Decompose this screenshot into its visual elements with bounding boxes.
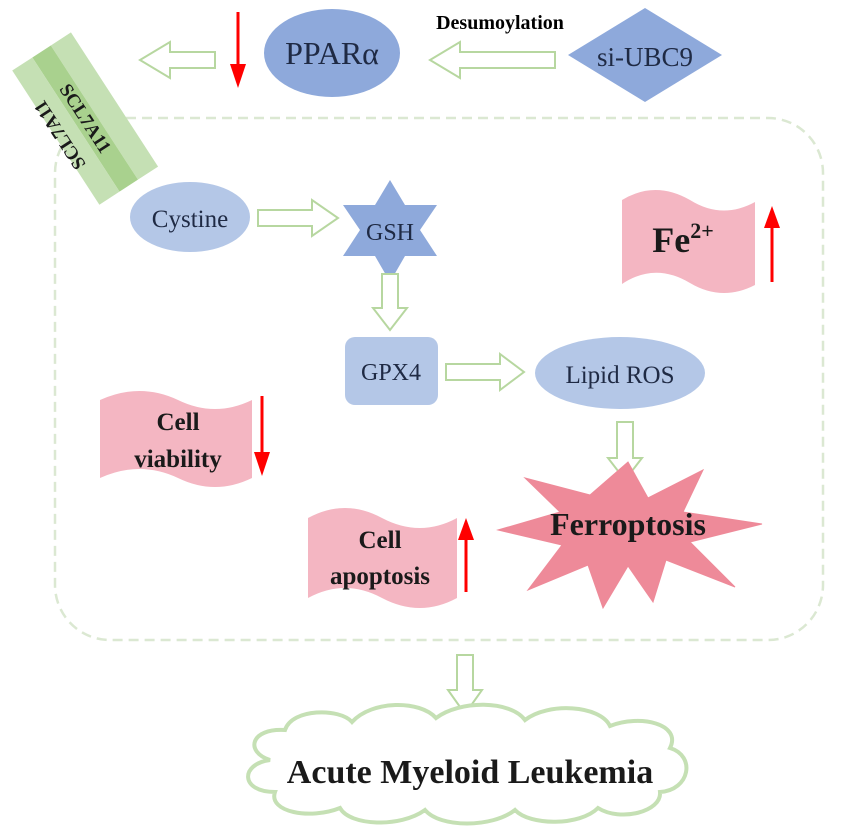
aml-label: Acute Myeloid Leukemia bbox=[287, 754, 653, 791]
lipid-ros-label: Lipid ROS bbox=[565, 362, 674, 389]
fe-superscript: 2+ bbox=[690, 218, 714, 243]
aml-cloud: Acute Myeloid Leukemia bbox=[246, 702, 689, 826]
cell-viability-line2: viability bbox=[134, 446, 222, 473]
fe2-node: Fe2+ bbox=[622, 190, 755, 294]
cell-apoptosis-line2: apoptosis bbox=[330, 563, 430, 590]
cell-apoptosis-increase-arrow bbox=[458, 518, 474, 592]
gpx4-node: GPX4 bbox=[345, 337, 438, 405]
cell-apoptosis-node: Cell apoptosis bbox=[308, 508, 457, 608]
gsh-node: GSH bbox=[343, 180, 437, 282]
lipid-ros-node: Lipid ROS bbox=[535, 337, 705, 409]
si-ubc9-node: si-UBC9 bbox=[568, 8, 722, 102]
si-ubc9-label: si-UBC9 bbox=[597, 42, 693, 72]
ferroptosis-label: Ferroptosis bbox=[550, 506, 706, 542]
ferroptosis-node: Ferroptosis bbox=[496, 461, 763, 610]
gpx4-label: GPX4 bbox=[361, 360, 421, 386]
scl7a11-transporter: SCL7A11 SCL7A11 bbox=[12, 32, 159, 205]
cell-viability-line1: Cell bbox=[156, 409, 199, 436]
gsh-label: GSH bbox=[366, 220, 414, 246]
ppara-to-scl7a11-arrow bbox=[138, 40, 216, 80]
desumoylation-label: Desumoylation bbox=[436, 12, 564, 34]
cell-boundary bbox=[53, 116, 825, 642]
cell-viability-node: Cell viability bbox=[100, 391, 252, 487]
cystine-label: Cystine bbox=[152, 206, 228, 233]
ppara-node: PPARα bbox=[264, 9, 400, 97]
gsh-to-gpx4-arrow bbox=[370, 273, 410, 332]
cystine-to-gsh-arrow bbox=[257, 198, 340, 238]
gpx4-to-lipid-ros-arrow bbox=[445, 352, 526, 392]
fe2-label: Fe2+ bbox=[652, 218, 714, 260]
ppara-decrease-arrow bbox=[230, 12, 246, 88]
cell-to-aml-arrow bbox=[446, 654, 484, 716]
cell-viability-decrease-arrow bbox=[254, 396, 270, 476]
cell-apoptosis-line1: Cell bbox=[358, 527, 401, 554]
fe-base: Fe bbox=[652, 220, 690, 260]
cystine-node: Cystine bbox=[130, 182, 250, 252]
si-ubc9-to-ppara-arrow bbox=[428, 40, 556, 80]
fe2-increase-arrow bbox=[764, 206, 780, 282]
lipid-ros-to-ferroptosis-arrow bbox=[605, 421, 645, 482]
ppara-label: PPARα bbox=[285, 35, 379, 71]
